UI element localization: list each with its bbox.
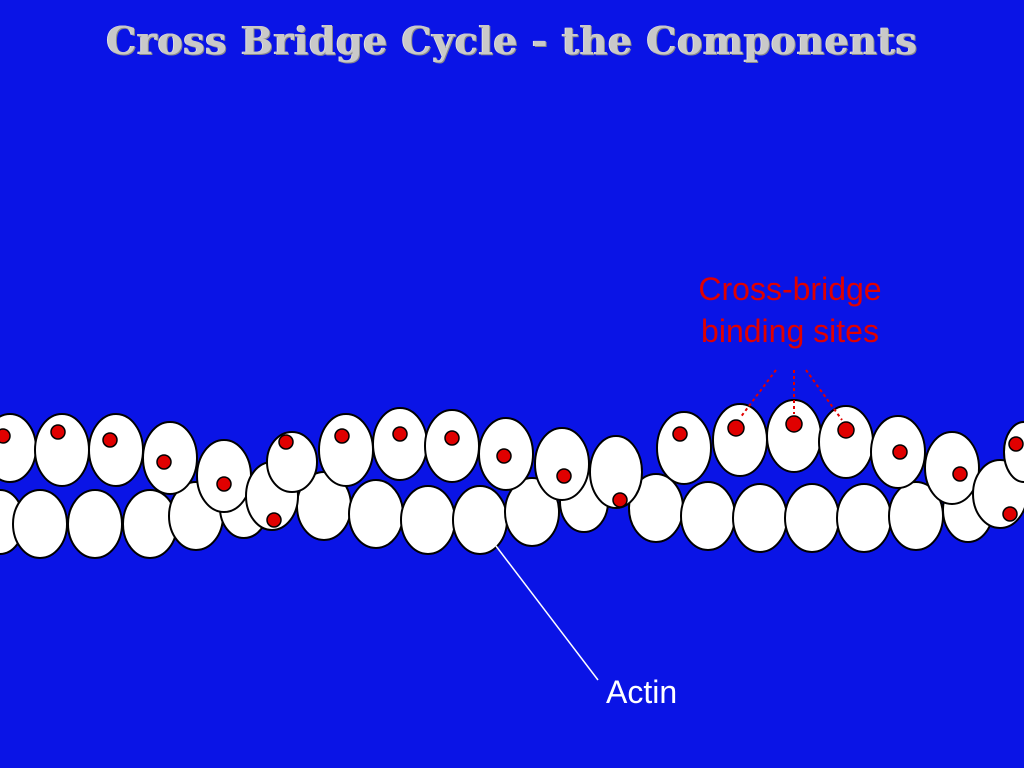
binding-site <box>785 415 803 433</box>
actin-monomer <box>348 479 404 549</box>
actin-monomer <box>400 485 456 555</box>
actin-monomer <box>34 413 90 487</box>
binding-sites-pointers <box>739 369 843 421</box>
binding-site <box>496 448 512 464</box>
binding-site <box>50 424 66 440</box>
binding-site <box>0 428 11 444</box>
binding-site <box>444 430 460 446</box>
actin-monomer <box>88 413 144 487</box>
binding-site <box>612 492 628 508</box>
actin-monomer <box>504 477 560 547</box>
binding-site <box>156 454 172 470</box>
actin-monomer <box>656 411 712 485</box>
binding-site <box>672 426 688 442</box>
actin-monomer <box>836 483 892 553</box>
actin-monomer <box>589 435 643 509</box>
pointer-line <box>805 369 843 421</box>
binding-site <box>102 432 118 448</box>
binding-site <box>892 444 908 460</box>
binding-sites-label-line2: binding sites <box>701 313 879 349</box>
actin-monomer <box>196 439 252 513</box>
binding-site <box>952 466 968 482</box>
actin-monomer <box>766 399 822 473</box>
binding-site <box>334 428 350 444</box>
actin-monomer <box>784 483 840 553</box>
binding-sites <box>0 415 1024 528</box>
actin-monomer <box>372 407 428 481</box>
binding-site <box>556 468 572 484</box>
actin-monomer <box>732 483 788 553</box>
binding-site <box>266 512 282 528</box>
binding-sites-label-line1: Cross-bridge <box>698 271 882 307</box>
binding-site <box>392 426 408 442</box>
binding-site <box>1008 436 1024 452</box>
actin-monomer <box>534 427 590 501</box>
slide-title: Cross Bridge Cycle - the Components <box>106 18 918 63</box>
actin-monomer <box>680 481 736 551</box>
binding-site <box>1002 506 1018 522</box>
actin-monomer <box>318 413 374 487</box>
pointer-line <box>739 369 777 419</box>
binding-site <box>278 434 294 450</box>
binding-sites-label: Cross-bridge binding sites <box>690 268 890 352</box>
actin-pointer-line <box>495 545 599 681</box>
binding-site <box>727 419 745 437</box>
binding-site <box>216 476 232 492</box>
actin-monomer <box>712 403 768 477</box>
actin-monomer <box>67 489 123 559</box>
actin-monomer <box>924 431 980 505</box>
actin-monomer <box>424 409 480 483</box>
binding-site <box>837 421 855 439</box>
actin-label: Actin <box>606 674 678 710</box>
actin-monomer <box>452 485 508 555</box>
actin-strand-bottom <box>0 471 994 559</box>
actin-monomer <box>266 431 318 493</box>
actin-monomer <box>818 405 874 479</box>
actin-monomer <box>12 489 68 559</box>
actin-monomer <box>0 413 37 483</box>
